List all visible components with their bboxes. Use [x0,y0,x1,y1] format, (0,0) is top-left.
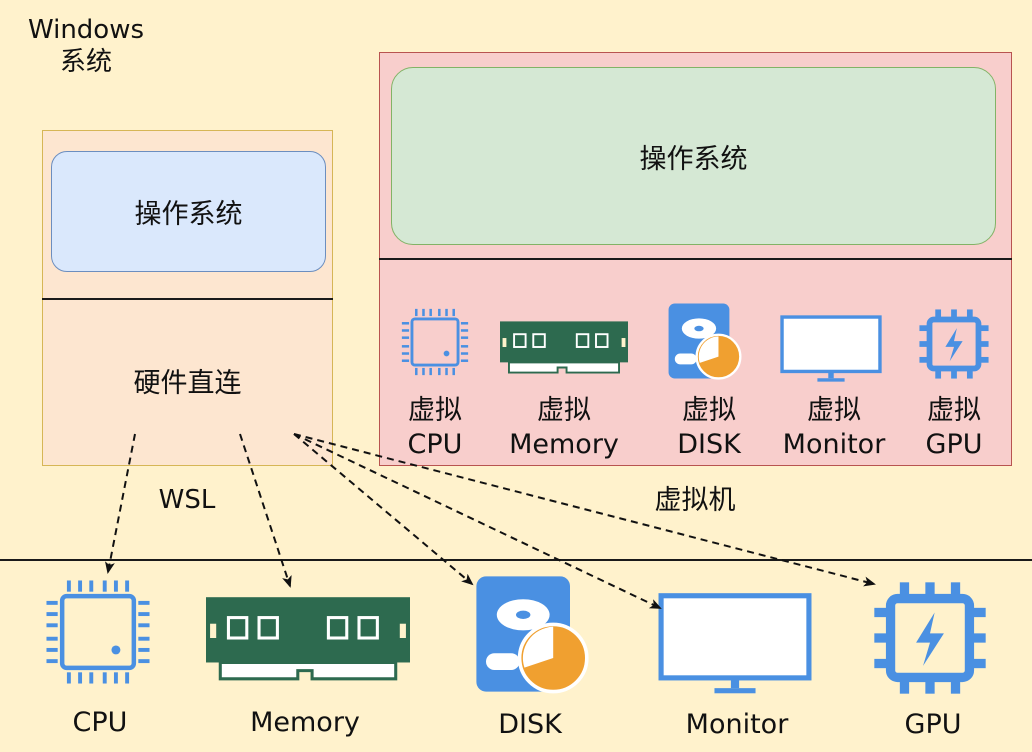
hw-gpu-label: GPU [904,709,962,740]
arrow-to-disk [293,433,474,586]
vm-cpu-icon [400,307,470,377]
hw-cpu-icon [46,580,149,683]
vm-label: 虚拟机 [654,485,736,516]
hw-monitor-icon [661,596,809,694]
vm-os-box: 操作系统 [391,67,996,245]
hw-disk-icon [474,574,589,694]
hw-memory-icon [206,595,410,681]
vm-disk-icon [667,302,742,380]
vm-gpu-icon [919,309,988,378]
arrow-to-cpu [105,433,136,574]
vm-monitor-icon [780,315,882,383]
wsl-hardware-direct-label: 硬件直连 [133,368,242,399]
hw-memory-label: Memory [250,707,360,738]
arrow-to-gpu [293,433,876,587]
arrow-to-monitor [293,433,662,609]
hw-monitor-label: Monitor [685,709,789,740]
wsl-os-label: 操作系统 [134,199,243,230]
vm-divider [379,258,1012,260]
hw-cpu-label: CPU [72,707,128,738]
hw-disk-label: DISK [498,709,562,740]
wsl-label: WSL [158,485,216,515]
vm-os-label: 操作系统 [639,143,748,175]
wsl-divider [42,298,333,300]
wsl-os-box: 操作系统 [51,151,326,272]
windows-system-label: Windows 系统 [27,15,145,77]
vm-memory-icon [500,320,628,374]
arrow-to-memory [239,433,292,588]
hardware-divider [0,559,1032,561]
hw-gpu-icon [874,582,985,693]
